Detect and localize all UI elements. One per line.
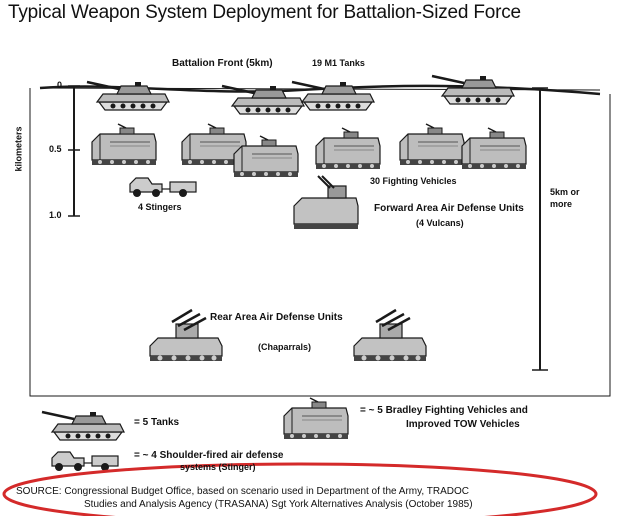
battalion-front-label: Battalion Front (5km): [172, 58, 273, 69]
rear-ad-sublabel: (Chaparrals): [258, 342, 312, 352]
legend-bradley-text-2: Improved TOW Vehicles: [406, 419, 520, 430]
forward-ad-label: Forward Area Air Defense Units: [374, 203, 524, 214]
tanks-count-label: 19 M1 Tanks: [312, 58, 365, 68]
forward-ad-sublabel: (4 Vulcans): [416, 218, 464, 228]
legend-stinger-text-2: systems (Stinger): [180, 462, 256, 472]
source-highlight-ellipse: [2, 462, 598, 516]
axis-tick-label-05: 0.5: [49, 144, 62, 154]
bradley-icon: [315, 127, 381, 170]
vulcan-icon: [293, 175, 359, 230]
source-line-2: Studies and Analysis Agency (TRASANA) Sg…: [84, 499, 473, 510]
bradley-icon: [91, 123, 157, 166]
bradley-icon: [399, 123, 465, 166]
depth-label-line1: 5km or: [550, 187, 580, 197]
rear-ad-label: Rear Area Air Defense Units: [210, 312, 343, 323]
axis-tick-label-0: 0: [57, 80, 63, 90]
chaparral-icon: [352, 308, 428, 363]
legend-bradley-icon: [283, 397, 349, 440]
stinger-jeep-icon: [129, 177, 197, 198]
fighting-vehicles-label: 30 Fighting Vehicles: [370, 176, 457, 186]
axis-tick-label-10: 1.0: [49, 210, 62, 220]
bradley-icon: [461, 127, 527, 170]
legend-tank-text: = 5 Tanks: [134, 417, 180, 428]
tank-icon: [430, 74, 516, 106]
legend-tank-icon: [40, 410, 126, 442]
legend-jeep-icon: [51, 451, 119, 472]
legend-stinger-text-1: = ~ 4 Shoulder-fired air defense: [134, 450, 284, 461]
figure-title: Typical Weapon System Deployment for Bat…: [8, 2, 521, 23]
source-line-1: SOURCE: Congressional Budget Office, bas…: [16, 486, 469, 497]
diagram-frame: [29, 88, 611, 397]
axis-title: kilometers: [13, 126, 24, 172]
depth-label-line2: more: [550, 199, 573, 209]
legend-bradley-text-1: = ~ 5 Bradley Fighting Vehicles and: [360, 405, 528, 416]
stingers-label: 4 Stingers: [138, 202, 182, 212]
